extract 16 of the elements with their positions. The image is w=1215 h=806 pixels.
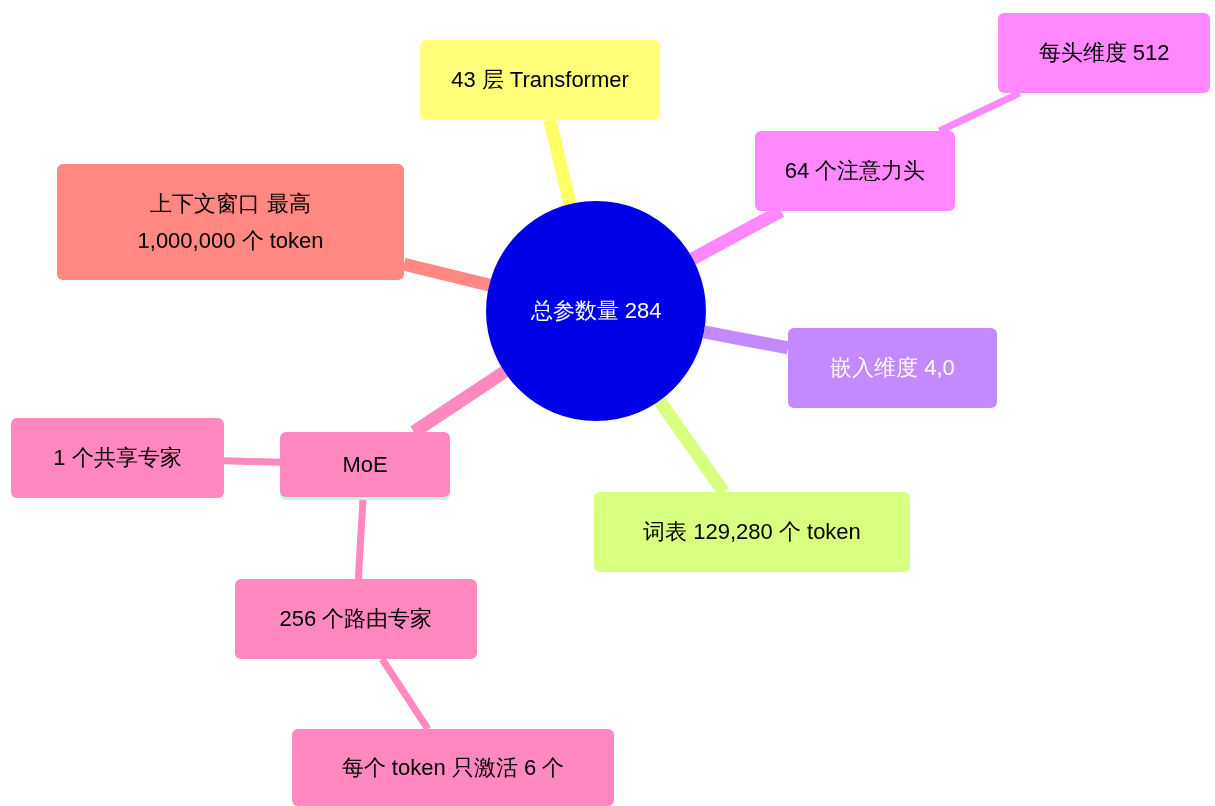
topic-box: 64 个注意力头 <box>755 131 955 211</box>
topic-box: 嵌入维度 4,0 <box>788 328 997 408</box>
topic-box: 每个 token 只激活 6 个 <box>292 729 614 806</box>
connector-line <box>402 257 491 292</box>
center-circle: 总参数量 284 <box>486 201 706 421</box>
topic-box: 1 个共享专家 <box>11 418 224 498</box>
topic-box: MoE <box>280 432 450 497</box>
topic-box: 词表 129,280 个 token <box>594 492 910 572</box>
connector-line <box>379 657 431 731</box>
connector-line <box>702 325 790 355</box>
topic-box: 上下文窗口 最高 1,000,000 个 token <box>57 164 404 280</box>
connector-line <box>543 118 577 206</box>
topic-box: 43 层 Transformer <box>420 40 660 120</box>
topic-box: 256 个路由专家 <box>235 579 477 659</box>
connector-line <box>223 457 281 466</box>
topic-box: 每头维度 512 <box>998 13 1210 93</box>
